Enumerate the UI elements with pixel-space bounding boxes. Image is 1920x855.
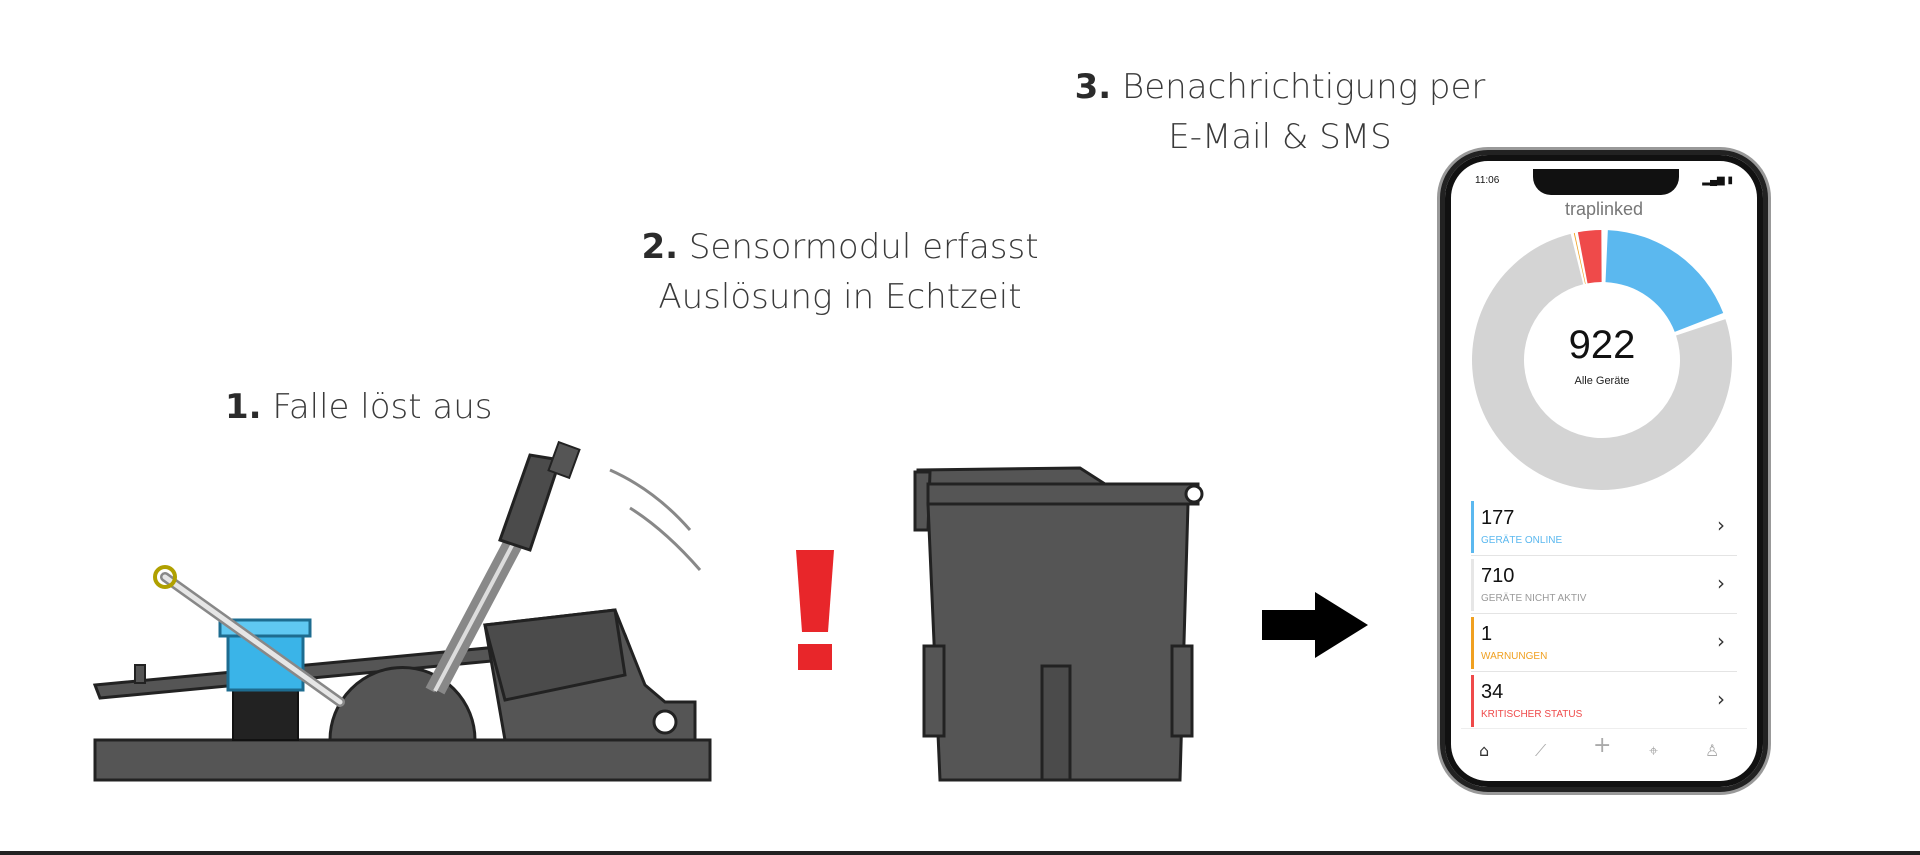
- chevron-right-icon: ›: [1717, 513, 1725, 537]
- step-2-number: 2.: [641, 227, 679, 267]
- bottom-tab-bar: ⌂ ⟋ + ⌖ ♙: [1461, 728, 1747, 773]
- row-color-bar: [1471, 501, 1474, 553]
- row-label: KRITISCHER STATUS: [1481, 709, 1583, 720]
- step-3-line2: E-Mail & SMS: [1168, 117, 1392, 157]
- step-1-number: 1.: [225, 387, 262, 427]
- status-row-online[interactable]: 177 GERÄTE ONLINE ›: [1471, 499, 1737, 556]
- snap-trap-illustration: [92, 440, 712, 782]
- step-2-line2: Auslösung in Echtzeit: [658, 277, 1022, 317]
- phone-screen: 11:06 ▂▄▆ ▮ traplinked 922 Alle Geräte 1…: [1461, 169, 1747, 773]
- row-label: WARNUNGEN: [1481, 651, 1548, 662]
- segment-warnings: [1573, 232, 1586, 284]
- status-icons: ▂▄▆ ▮: [1702, 175, 1733, 186]
- step-1-heading: 1. Falle löst aus: [225, 382, 492, 432]
- row-color-bar: [1471, 675, 1474, 727]
- bottom-border: [0, 851, 1920, 855]
- smartphone-mockup: 11:06 ▂▄▆ ▮ traplinked 922 Alle Geräte 1…: [1440, 150, 1768, 792]
- arrow-right-icon: [1262, 592, 1368, 658]
- total-devices-value: 922: [1568, 323, 1636, 367]
- row-value: 177: [1481, 507, 1515, 529]
- row-value: 710: [1481, 565, 1515, 587]
- row-value: 34: [1481, 681, 1504, 703]
- chevron-right-icon: ›: [1717, 687, 1725, 711]
- step-3-line1: Benachrichtigung per: [1121, 67, 1486, 107]
- status-row-warnings[interactable]: 1 WARNUNGEN ›: [1471, 615, 1737, 672]
- chevron-right-icon: ›: [1717, 629, 1725, 653]
- segment-inactive: [1472, 233, 1732, 491]
- segment-critical: [1577, 230, 1602, 284]
- row-color-bar: [1471, 559, 1474, 611]
- trend-icon[interactable]: ⟋: [1535, 741, 1547, 760]
- brand-logo: traplinked: [1564, 199, 1644, 219]
- alert-exclamation-icon: [796, 550, 834, 670]
- location-icon[interactable]: ⌖: [1649, 741, 1659, 760]
- profile-icon[interactable]: ♙: [1705, 741, 1720, 760]
- step-2-heading: 2. Sensormodul erfasst Auslösung in Echt…: [630, 222, 1050, 322]
- step-3-number: 3.: [1074, 67, 1112, 107]
- segment-online: [1605, 230, 1724, 332]
- status-row-inactive[interactable]: 710 GERÄTE NICHT AKTIV ›: [1471, 557, 1737, 614]
- sensor-module-illustration: [913, 466, 1204, 782]
- total-devices-label: Alle Geräte: [1574, 375, 1630, 387]
- chevron-right-icon: ›: [1717, 571, 1725, 595]
- status-row-critical[interactable]: 34 KRITISCHER STATUS ›: [1471, 673, 1737, 730]
- step-2-line1: Sensormodul erfasst: [688, 227, 1039, 267]
- row-label: GERÄTE ONLINE: [1481, 535, 1563, 546]
- row-label: GERÄTE NICHT AKTIV: [1481, 593, 1587, 604]
- row-color-bar: [1471, 617, 1474, 669]
- phone-notch: [1533, 169, 1679, 195]
- home-icon[interactable]: ⌂: [1479, 741, 1490, 760]
- device-donut-chart: 922 Alle Geräte: [1471, 229, 1733, 491]
- step-3-heading: 3. Benachrichtigung per E-Mail & SMS: [1070, 62, 1490, 162]
- add-icon[interactable]: +: [1593, 733, 1612, 758]
- status-time: 11:06: [1475, 175, 1500, 186]
- step-1-text: Falle löst aus: [272, 387, 493, 427]
- row-value: 1: [1481, 623, 1493, 645]
- donut-svg: [1472, 230, 1732, 491]
